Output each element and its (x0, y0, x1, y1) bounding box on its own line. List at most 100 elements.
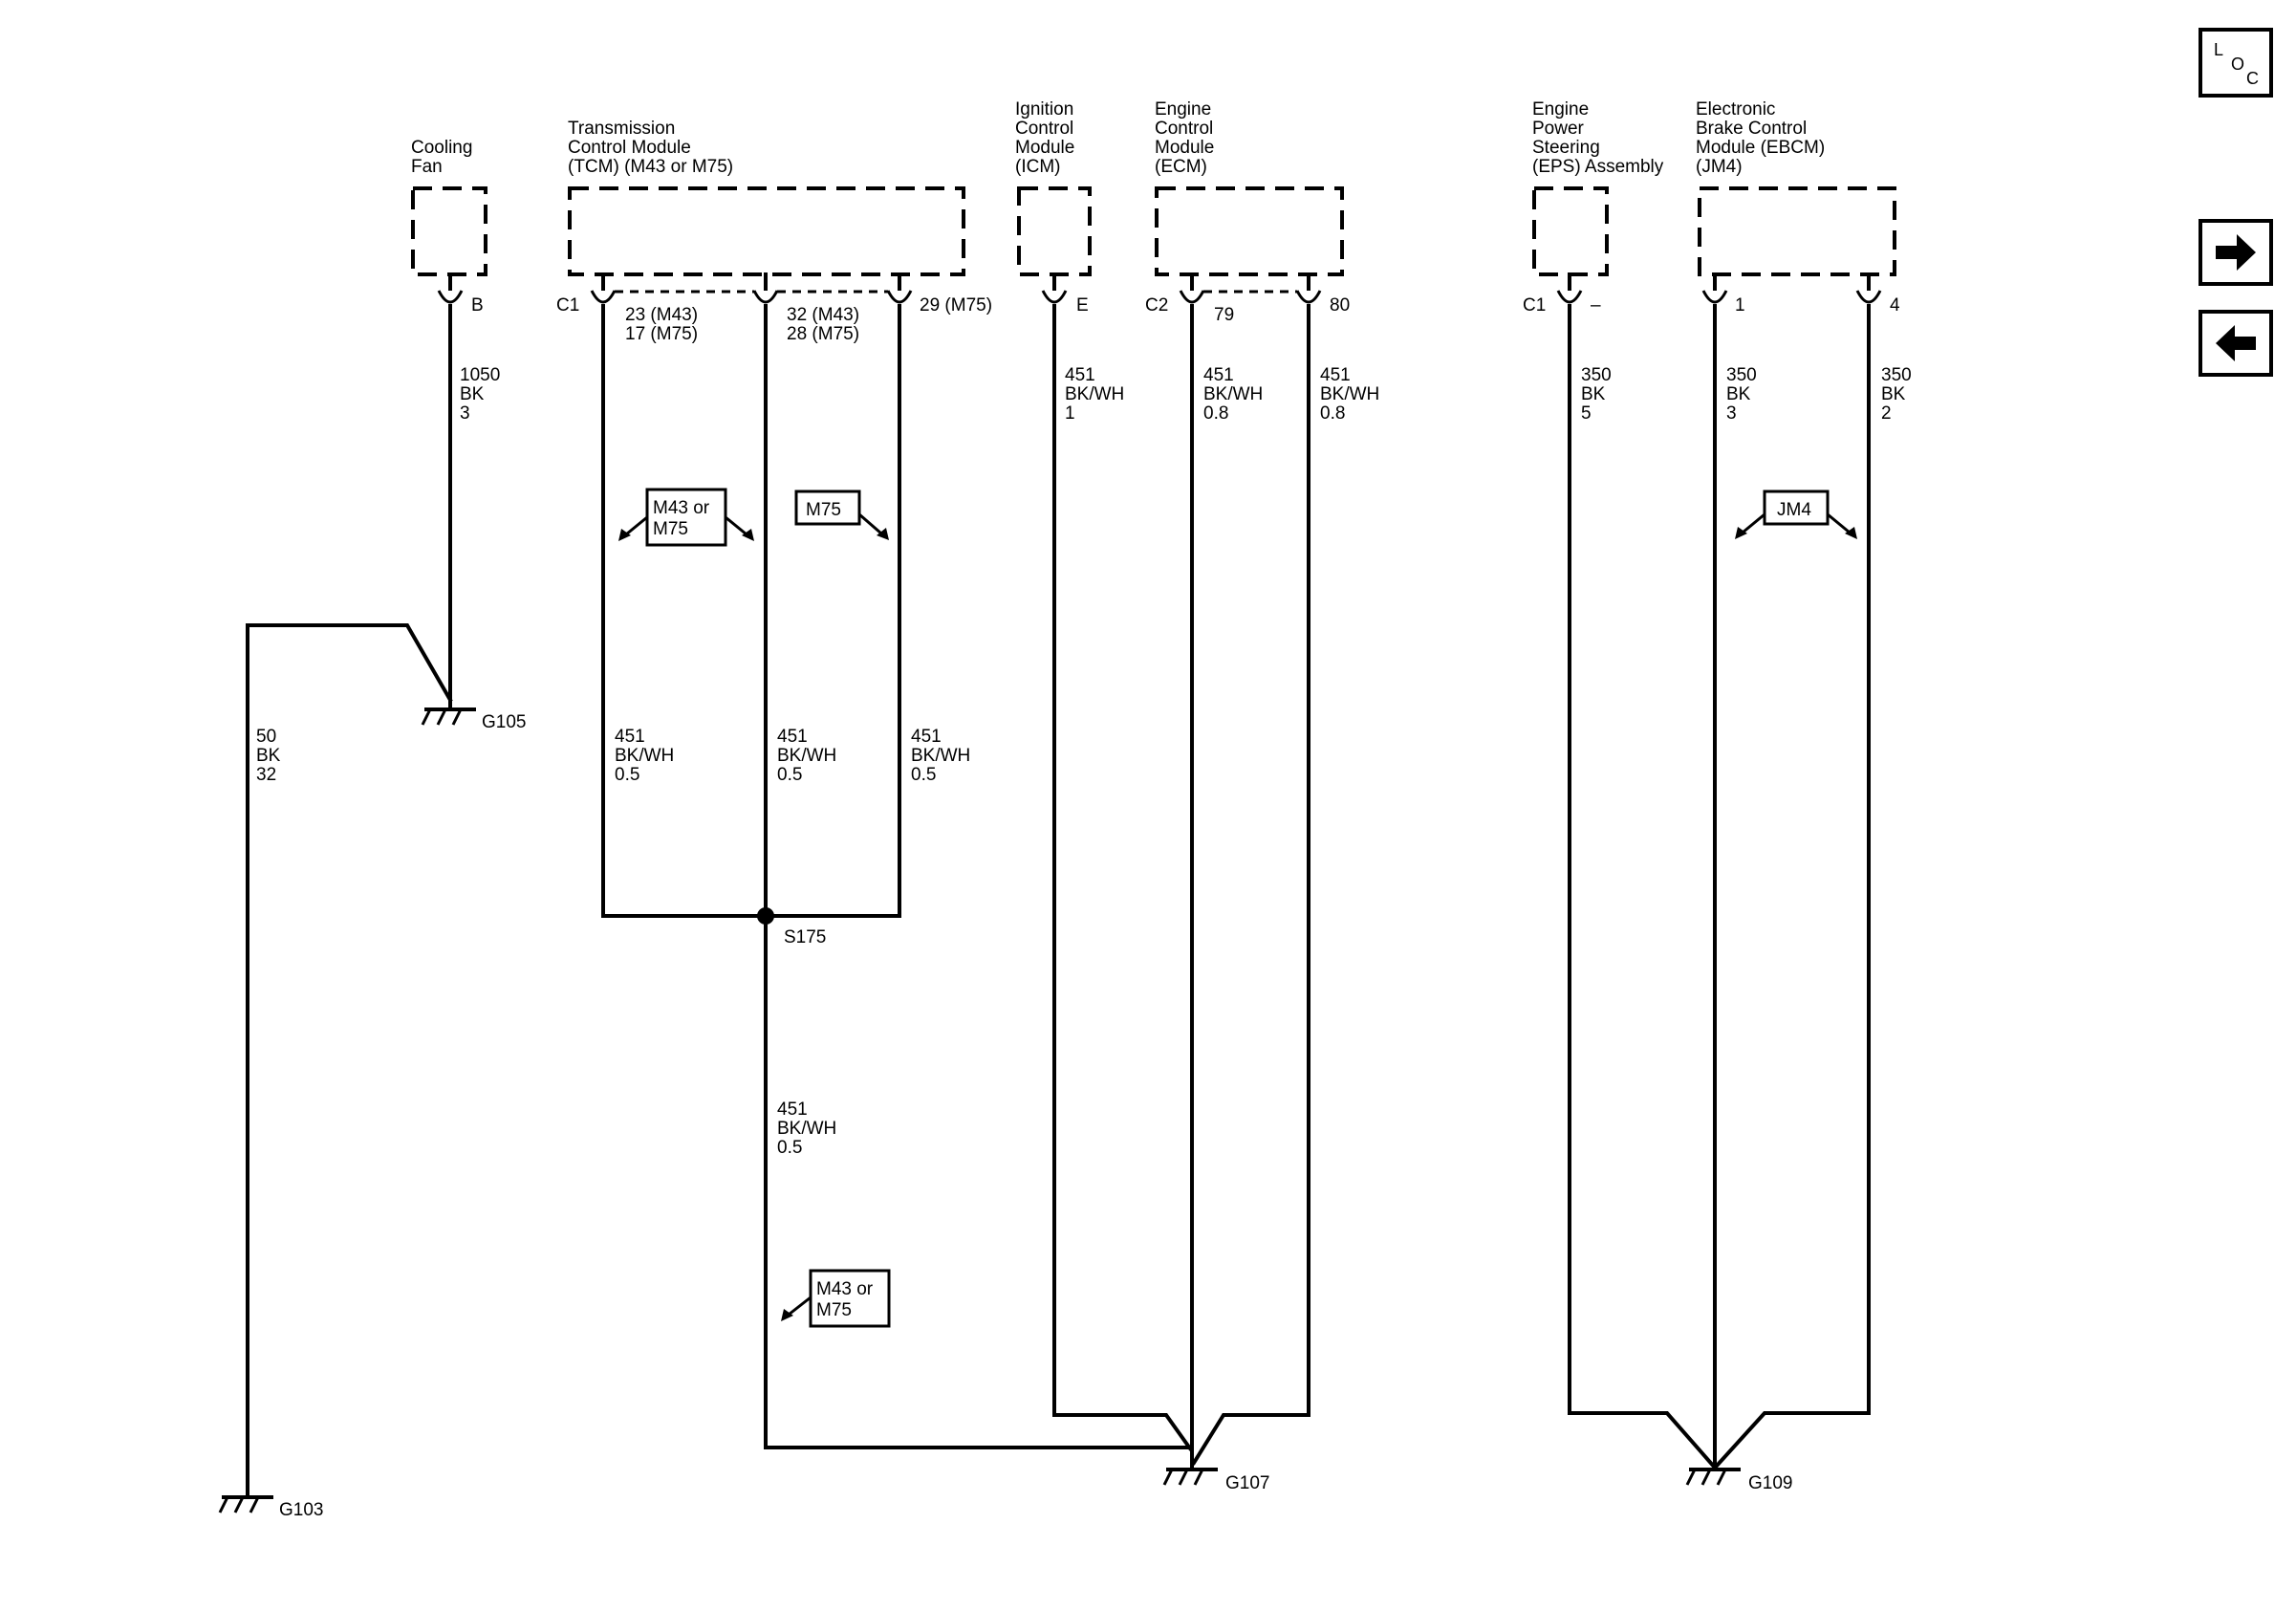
ebcm-label-line4: (JM4) (1696, 157, 1743, 177)
option-text: M43 or (816, 1279, 874, 1299)
wire-ecm2-size: 0.8 (1320, 403, 1345, 424)
wire-ecm1-circuit: 451 (1203, 365, 1234, 385)
icm-label-line4: (ICM) (1015, 157, 1060, 177)
option-text: JM4 (1777, 500, 1811, 520)
wire-tcm-outer (601, 304, 901, 918)
wire-fan-color: BK (460, 384, 485, 404)
pin-ecm-connector: C2 (1145, 295, 1168, 316)
cooling-fan-label-line1: Cooling (411, 138, 472, 158)
wire-tcm2-circuit: 451 (777, 727, 808, 747)
back-button[interactable] (2199, 310, 2273, 377)
eps-label-line3: Steering (1532, 138, 1600, 158)
pin-ecm-80: 80 (1330, 295, 1350, 316)
wire-tcm2-size: 0.5 (777, 765, 802, 785)
connector-pin-icon (1179, 290, 1205, 304)
pin-tcm-3: 29 (M75) (920, 295, 992, 316)
connector-pins (437, 272, 1882, 304)
cooling-fan-label-line2: Fan (411, 157, 443, 177)
connector-pin-icon (752, 290, 779, 304)
tcm-component: Transmission Control Module (TCM) (M43 o… (568, 119, 965, 276)
wire-icm-circuit: 451 (1065, 365, 1095, 385)
splice-dot-icon (757, 907, 774, 925)
ebcm-component: Electronic Brake Control Module (EBCM) (… (1696, 99, 1896, 276)
ground-g103: G103 (218, 1495, 323, 1520)
wire-s175-circuit: 451 (777, 1099, 808, 1120)
wire-icm-color: BK/WH (1065, 384, 1124, 404)
connector-pin-icon (886, 290, 913, 304)
pin-ebcm-4: 4 (1890, 295, 1900, 316)
arrow-icon (1845, 527, 1857, 539)
pin-eps-connector: C1 (1523, 295, 1546, 316)
wire-tcm3-size: 0.5 (911, 765, 936, 785)
pin-icm-e: E (1076, 295, 1089, 316)
wire-ebcm2-circuit: 350 (1881, 365, 1912, 385)
pin-eps: – (1591, 295, 1601, 316)
icm-label-line1: Ignition (1015, 99, 1073, 120)
option-m43-m75-tcm: M43 or M75 (618, 488, 754, 547)
ground-icon (421, 708, 432, 726)
pin-ecm-79: 79 (1214, 305, 1234, 325)
wire-tcm1-circuit: 451 (615, 727, 645, 747)
option-m43-m75-lower: M43 or M75 (781, 1269, 891, 1328)
ground-label-g107: G107 (1225, 1473, 1269, 1493)
left-arrow-icon (2216, 325, 2256, 361)
connector-pin-icon (1556, 290, 1583, 304)
wire-g103-size: 32 (256, 765, 276, 785)
ecm-label-line1: Engine (1155, 99, 1211, 120)
arrow-icon (618, 529, 631, 541)
wire-ebcm1-circuit: 350 (1726, 365, 1757, 385)
cooling-fan-component: Cooling Fan (411, 138, 487, 276)
ground-icon (1685, 1469, 1697, 1486)
pin-tcm-1a: 23 (M43) (625, 305, 698, 325)
arrow-icon (781, 1309, 793, 1321)
ground-label-g103: G103 (279, 1500, 323, 1520)
arrow-icon (877, 528, 889, 540)
ground-icon (1162, 1469, 1174, 1486)
ground-g107: G107 (1162, 1468, 1269, 1493)
arrow-icon (1735, 527, 1747, 539)
wire-tcm2-color: BK/WH (777, 746, 836, 766)
wire-eps-color: BK (1581, 384, 1606, 404)
option-jm4-ebcm: JM4 (1735, 490, 1857, 539)
wire-tcm3-circuit: 451 (911, 727, 942, 747)
eps-label-line4: (EPS) Assembly (1532, 157, 1664, 177)
ground-label-g105: G105 (482, 712, 526, 732)
option-text: M75 (816, 1300, 852, 1320)
wire-ecm2-color: BK/WH (1320, 384, 1379, 404)
wire-tcm1-size: 0.5 (615, 765, 639, 785)
wire-ebcm-4 (1714, 304, 1871, 1469)
tcm-label-line3: (TCM) (M43 or M75) (568, 157, 733, 177)
loc-letter-o: O (2231, 54, 2244, 74)
ebcm-label-line3: Module (EBCM) (1696, 138, 1825, 158)
ground-g109: G109 (1685, 1468, 1792, 1493)
wire-s175-color: BK/WH (777, 1119, 836, 1139)
loc-letter-l: L (2214, 40, 2223, 59)
ground-icon (218, 1496, 229, 1513)
wire-g103-circuit: 50 (256, 727, 276, 747)
ground-label-g109: G109 (1748, 1473, 1792, 1493)
wire-g103-color: BK (256, 746, 281, 766)
wire-labels: 1050 BK 3 50 BK 32 451 BK/WH 0.5 451 BK/… (256, 365, 1912, 1158)
wire-s175-size: 0.5 (777, 1138, 802, 1158)
eps-label-line1: Engine (1532, 99, 1589, 120)
wire-icm-size: 1 (1065, 403, 1075, 424)
loc-button[interactable]: L O C (2199, 28, 2273, 98)
pin-ebcm-1: 1 (1735, 295, 1745, 316)
wire-eps-size: 5 (1581, 403, 1592, 424)
pin-tcm-1b: 17 (M75) (625, 324, 698, 344)
wire-fan-size: 3 (460, 403, 470, 424)
forward-button[interactable] (2199, 219, 2273, 286)
option-m75-tcm: M75 (794, 490, 889, 540)
connector-pin-icon (1855, 290, 1882, 304)
splice-s175: S175 (757, 907, 826, 947)
connector-pin-icon (437, 290, 464, 304)
ecm-component: Engine Control Module (ECM) (1155, 99, 1344, 276)
eps-component: Engine Power Steering (EPS) Assembly (1532, 99, 1664, 276)
wire-ecm2-circuit: 451 (1320, 365, 1351, 385)
loc-letter-c: C (2246, 69, 2259, 88)
arrow-icon (742, 529, 754, 541)
wire-s175-down (764, 914, 1191, 1449)
pin-tcm-2b: 28 (M75) (787, 324, 859, 344)
wire-tcm1-color: BK/WH (615, 746, 674, 766)
connector-pin-icon (1041, 290, 1068, 304)
